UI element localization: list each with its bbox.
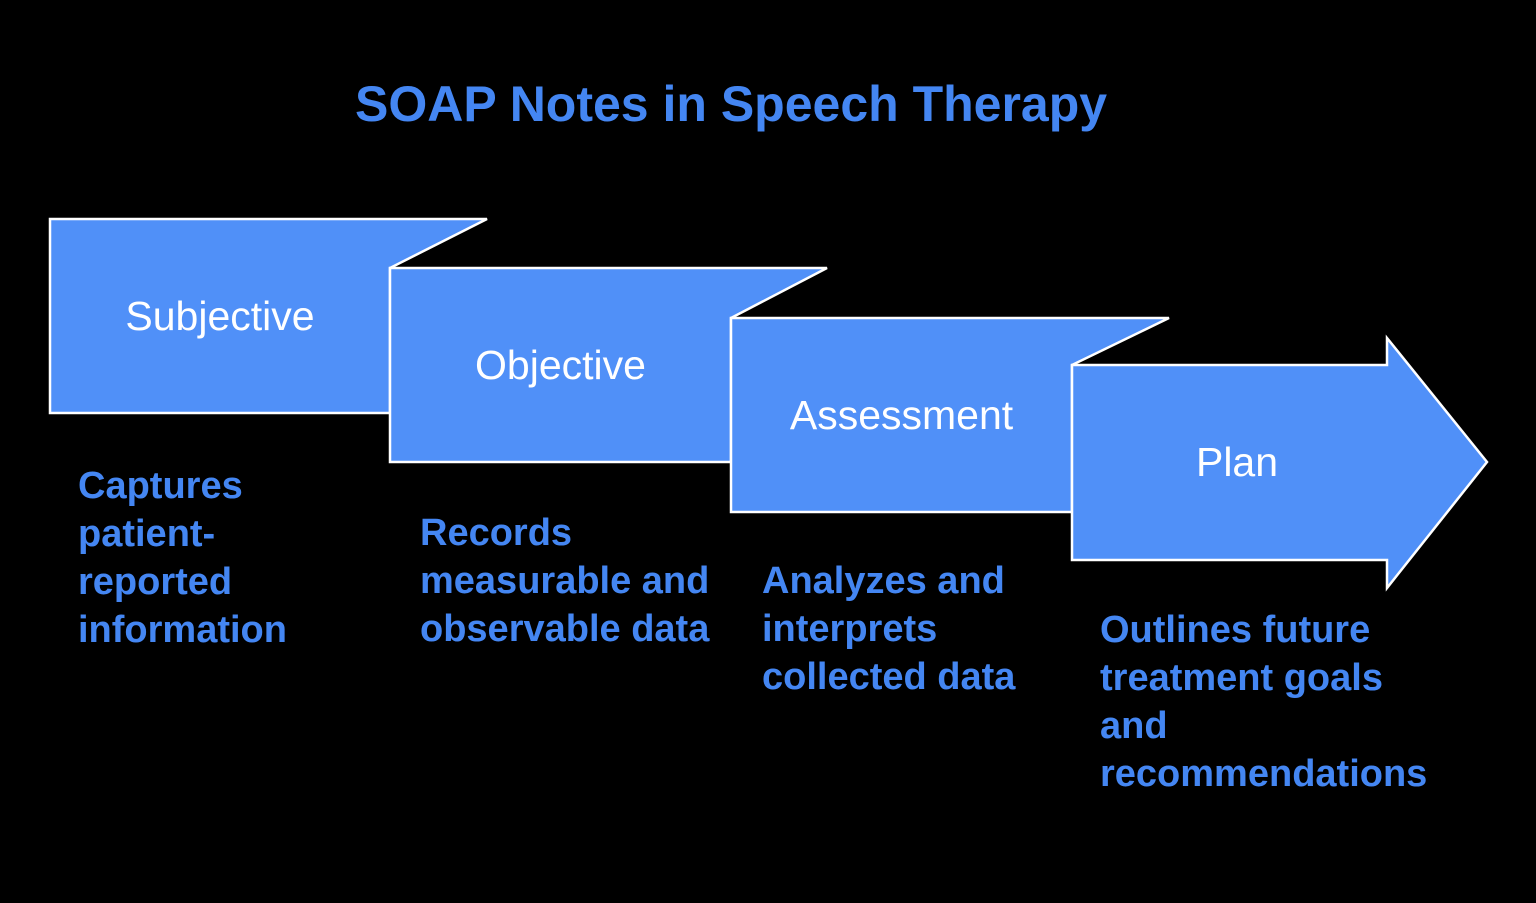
page-title: SOAP Notes in Speech Therapy [355,76,1108,132]
step-description-objective: Records measurable and observable data [420,512,710,650]
step-label-assessment: Assessment [789,392,1014,438]
step-description-assessment: Analyzes and interprets collected data [762,560,1016,698]
step-label-plan: Plan [1195,439,1279,485]
step-label-objective: Objective [475,342,646,388]
step-description-subjective: Captures patient- reported information [78,465,287,651]
step-description-plan: Outlines future treatment goals and reco… [1100,609,1428,795]
step-shape-plan-arrow [1070,334,1489,592]
step-label-subjective: Subjective [125,293,315,339]
